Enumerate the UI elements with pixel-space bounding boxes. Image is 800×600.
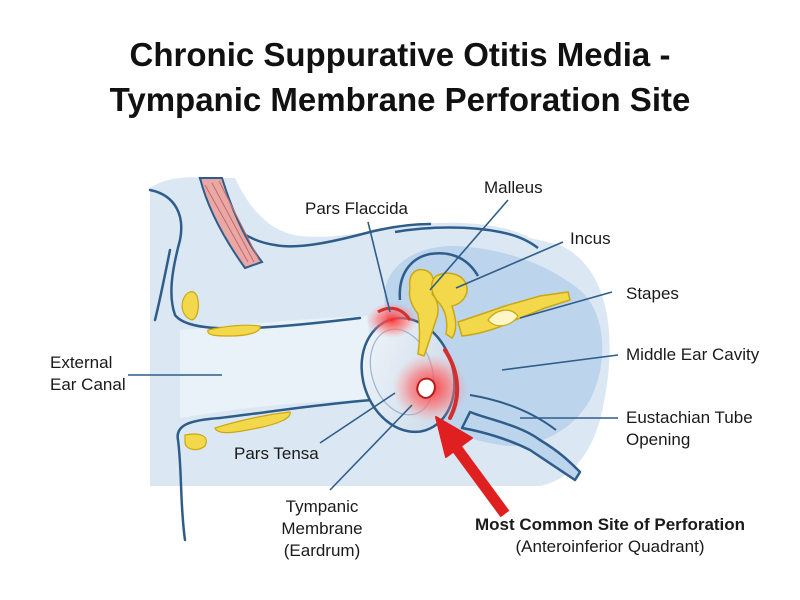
label-pars-tensa: Pars Tensa <box>234 444 319 463</box>
attic-contour <box>398 251 480 301</box>
skin-contour-bottom <box>153 248 172 322</box>
label-eustachian-tube: Eustachian Tube Opening <box>626 408 753 449</box>
eustachian-tube <box>460 410 582 482</box>
leader-stapes <box>519 291 613 319</box>
leader-pars-tensa <box>319 392 396 444</box>
attic-top-line <box>394 226 539 250</box>
incus-shape <box>430 272 468 340</box>
leader-malleus <box>429 199 509 291</box>
label-tympanic-membrane: Tympanic Membrane (Eardrum) <box>281 497 363 560</box>
diagram-title: Chronic Suppurative Otitis Media - Tympa… <box>0 32 800 122</box>
canal-wall-lower <box>176 398 374 542</box>
leader-middle-ear <box>501 354 619 371</box>
perforation-hole <box>416 377 436 400</box>
label-incus: Incus <box>570 229 611 248</box>
malleus-shape <box>408 268 439 357</box>
leader-lines <box>128 199 619 491</box>
leader-incus <box>455 241 564 289</box>
label-middle-ear-cavity: Middle Ear Cavity <box>626 345 760 364</box>
membrane-inflamed-edge <box>443 348 460 420</box>
leader-pars-flaccida <box>367 221 391 313</box>
label-pars-flaccida: Pars Flaccida <box>305 199 408 218</box>
perforation-quadrant: (Anteroinferior Quadrant) <box>515 537 705 556</box>
cartilage-2 <box>207 324 261 337</box>
leader-tympanic <box>329 404 413 491</box>
pars-flaccida-highlight <box>377 306 412 321</box>
title-line-1: Chronic Suppurative Otitis Media - <box>129 36 671 73</box>
cartilage-3 <box>184 433 207 451</box>
label-external-ear-canal: External Ear Canal <box>50 353 126 394</box>
cartilage-4 <box>214 411 291 434</box>
external-canal-region <box>180 316 372 418</box>
label-malleus: Malleus <box>484 178 543 197</box>
perforation-site-title: Most Common Site of Perforation <box>474 515 746 534</box>
muscle-strip <box>198 177 264 270</box>
title-line-2: Tympanic Membrane Perforation Site <box>109 81 691 118</box>
label-perforation-site: Most Common Site of Perforation (Anteroi… <box>440 514 780 558</box>
label-stapes: Stapes <box>626 284 679 303</box>
perforation-arrow <box>435 416 510 518</box>
cartilage-1 <box>181 291 199 321</box>
